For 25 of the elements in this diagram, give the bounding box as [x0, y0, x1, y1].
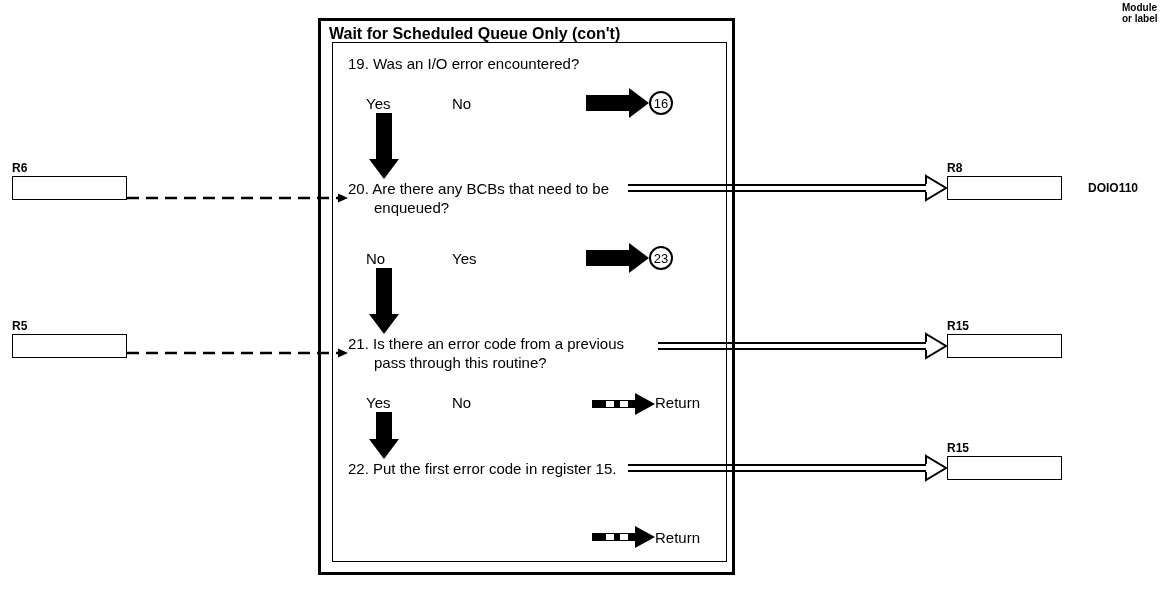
register-name: R5 — [12, 319, 28, 333]
register-box — [12, 334, 127, 358]
branch-label: No — [452, 393, 488, 412]
register-box — [947, 456, 1062, 480]
step-text: 19. Was an I/O error encountered? — [348, 54, 648, 72]
register-box — [12, 176, 127, 200]
register-name: R15 — [947, 319, 969, 333]
step-text: 22. Put the first error code in register 15. — [348, 459, 628, 477]
register-name: R8 — [947, 161, 963, 175]
process-title: Wait for Scheduled Queue Only (con't) — [329, 24, 621, 44]
branch-label: No — [452, 94, 488, 113]
register-name: R15 — [947, 441, 969, 455]
step-text: 21. Is there an error code from a previous pass through this routine? — [348, 334, 658, 372]
column-heading: Module or label — [1122, 2, 1159, 24]
module-name: DOIO110 — [1088, 181, 1139, 195]
step-text: 20. Are there any BCBs that need to be enqueued? — [348, 179, 628, 217]
register-box — [947, 176, 1062, 200]
branch-label: No — [366, 249, 402, 268]
branch-label: Yes — [366, 94, 402, 113]
register-box — [947, 334, 1062, 358]
branch-label: Yes — [366, 393, 402, 412]
register-name: R6 — [12, 161, 28, 175]
return-text: Return — [655, 393, 707, 411]
return-text: Return — [655, 528, 707, 546]
branch-label: Yes — [452, 249, 488, 268]
